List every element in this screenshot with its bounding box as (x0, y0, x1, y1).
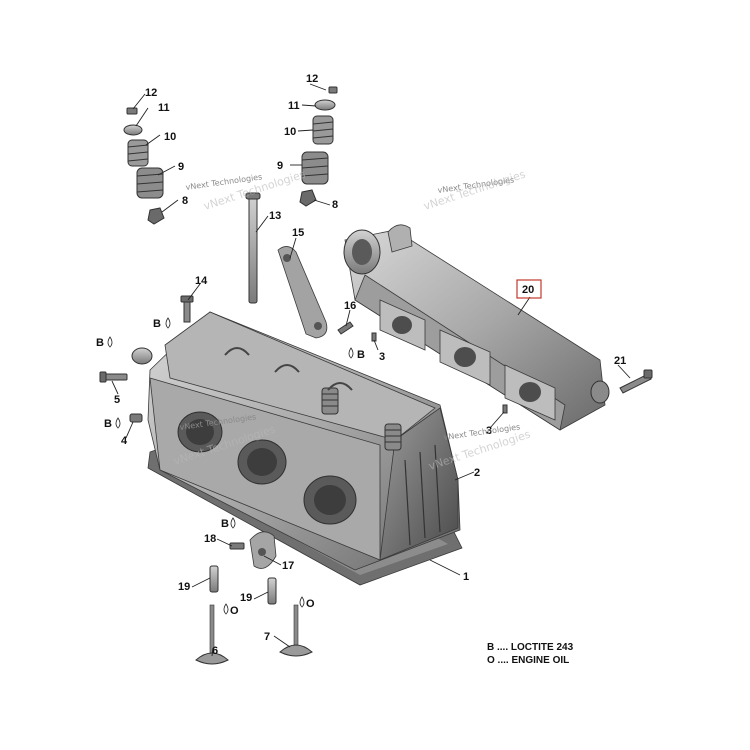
callout-2: 2 (474, 467, 480, 479)
callout-4: 4 (121, 435, 128, 447)
callout-20-highlight (516, 279, 542, 299)
callout-21: 21 (614, 355, 626, 367)
bolt-14 (180, 295, 194, 323)
callout-16: 16 (344, 300, 356, 312)
marker-b-4: B (104, 417, 121, 430)
callout-20: 20 (522, 284, 534, 296)
svg-text:B: B (221, 518, 229, 530)
marker-o-right: O (299, 596, 315, 610)
svg-text:B: B (104, 418, 112, 430)
callout-10-right: 10 (284, 126, 296, 138)
callout-11-left: 11 (158, 102, 170, 114)
plug-4 (129, 413, 143, 423)
valve-guide-right (267, 577, 277, 605)
bolt-18 (229, 542, 245, 550)
exhaust-valve (279, 604, 313, 657)
valve-spring-outer-left (136, 167, 164, 199)
callout-19-right: 19 (240, 592, 252, 604)
marker-o-left: O (223, 603, 239, 617)
intake-valve (195, 604, 229, 665)
bracket-lower (249, 531, 277, 569)
valve-spring-inner-left (127, 139, 149, 167)
exhaust-manifold-cover (343, 224, 610, 431)
bolt-16 (337, 321, 354, 335)
svg-text:B: B (96, 337, 104, 349)
svg-text:B: B (357, 349, 365, 361)
long-stud (245, 192, 261, 304)
callout-8-left: 8 (182, 195, 188, 207)
callout-13: 13 (269, 210, 281, 222)
callout-6: 6 (212, 645, 218, 657)
cylinder-head (131, 311, 461, 571)
legend-loctite: B .... LOCTITE 243 (487, 642, 574, 653)
legend: B .... LOCTITE 243 O .... ENGINE OIL (487, 642, 574, 666)
marker-b-18: B (221, 517, 236, 530)
callout-14: 14 (195, 275, 208, 287)
callout-19-left: 19 (178, 581, 190, 593)
callout-18: 18 (204, 533, 216, 545)
marker-b-5: B (96, 336, 113, 349)
callout-1: 1 (463, 571, 469, 583)
callout-17: 17 (282, 560, 294, 572)
callout-3-upper: 3 (379, 351, 385, 363)
callout-12-right: 12 (306, 73, 318, 85)
bolt-21 (619, 369, 653, 394)
legend-engine-oil: O .... ENGINE OIL (487, 655, 569, 666)
callout-3-lower: 3 (486, 425, 492, 437)
callout-12-left: 12 (145, 87, 157, 99)
leader-lines (111, 83, 631, 657)
callout-8-right: 8 (332, 199, 338, 211)
callout-numbers: 12 11 10 9 8 12 11 10 9 8 13 15 14 16 20… (114, 73, 626, 657)
callout-15: 15 (292, 227, 304, 239)
svg-text:O: O (230, 605, 239, 617)
marker-b-14: B (153, 317, 171, 330)
callout-7: 7 (264, 631, 270, 643)
callout-5: 5 (114, 394, 120, 406)
small-dowels-3 (371, 332, 508, 414)
callout-9-left: 9 (178, 161, 184, 173)
callout-11-right: 11 (288, 100, 300, 112)
marker-b-16: B (348, 347, 365, 361)
svg-text:B: B (153, 318, 161, 330)
valve-train-right (299, 86, 338, 207)
valve-spring-inner-right (312, 115, 334, 145)
valve-spring-outer-right (301, 151, 329, 185)
callout-10-left: 10 (164, 131, 176, 143)
valve-guide-left (209, 565, 219, 593)
valve-train-left (123, 107, 165, 225)
bracket (277, 246, 328, 339)
svg-text:O: O (306, 598, 315, 610)
bolt-5 (99, 371, 128, 383)
lubricant-markers: B B B B B O O (96, 317, 365, 617)
callout-9-right: 9 (277, 160, 283, 172)
